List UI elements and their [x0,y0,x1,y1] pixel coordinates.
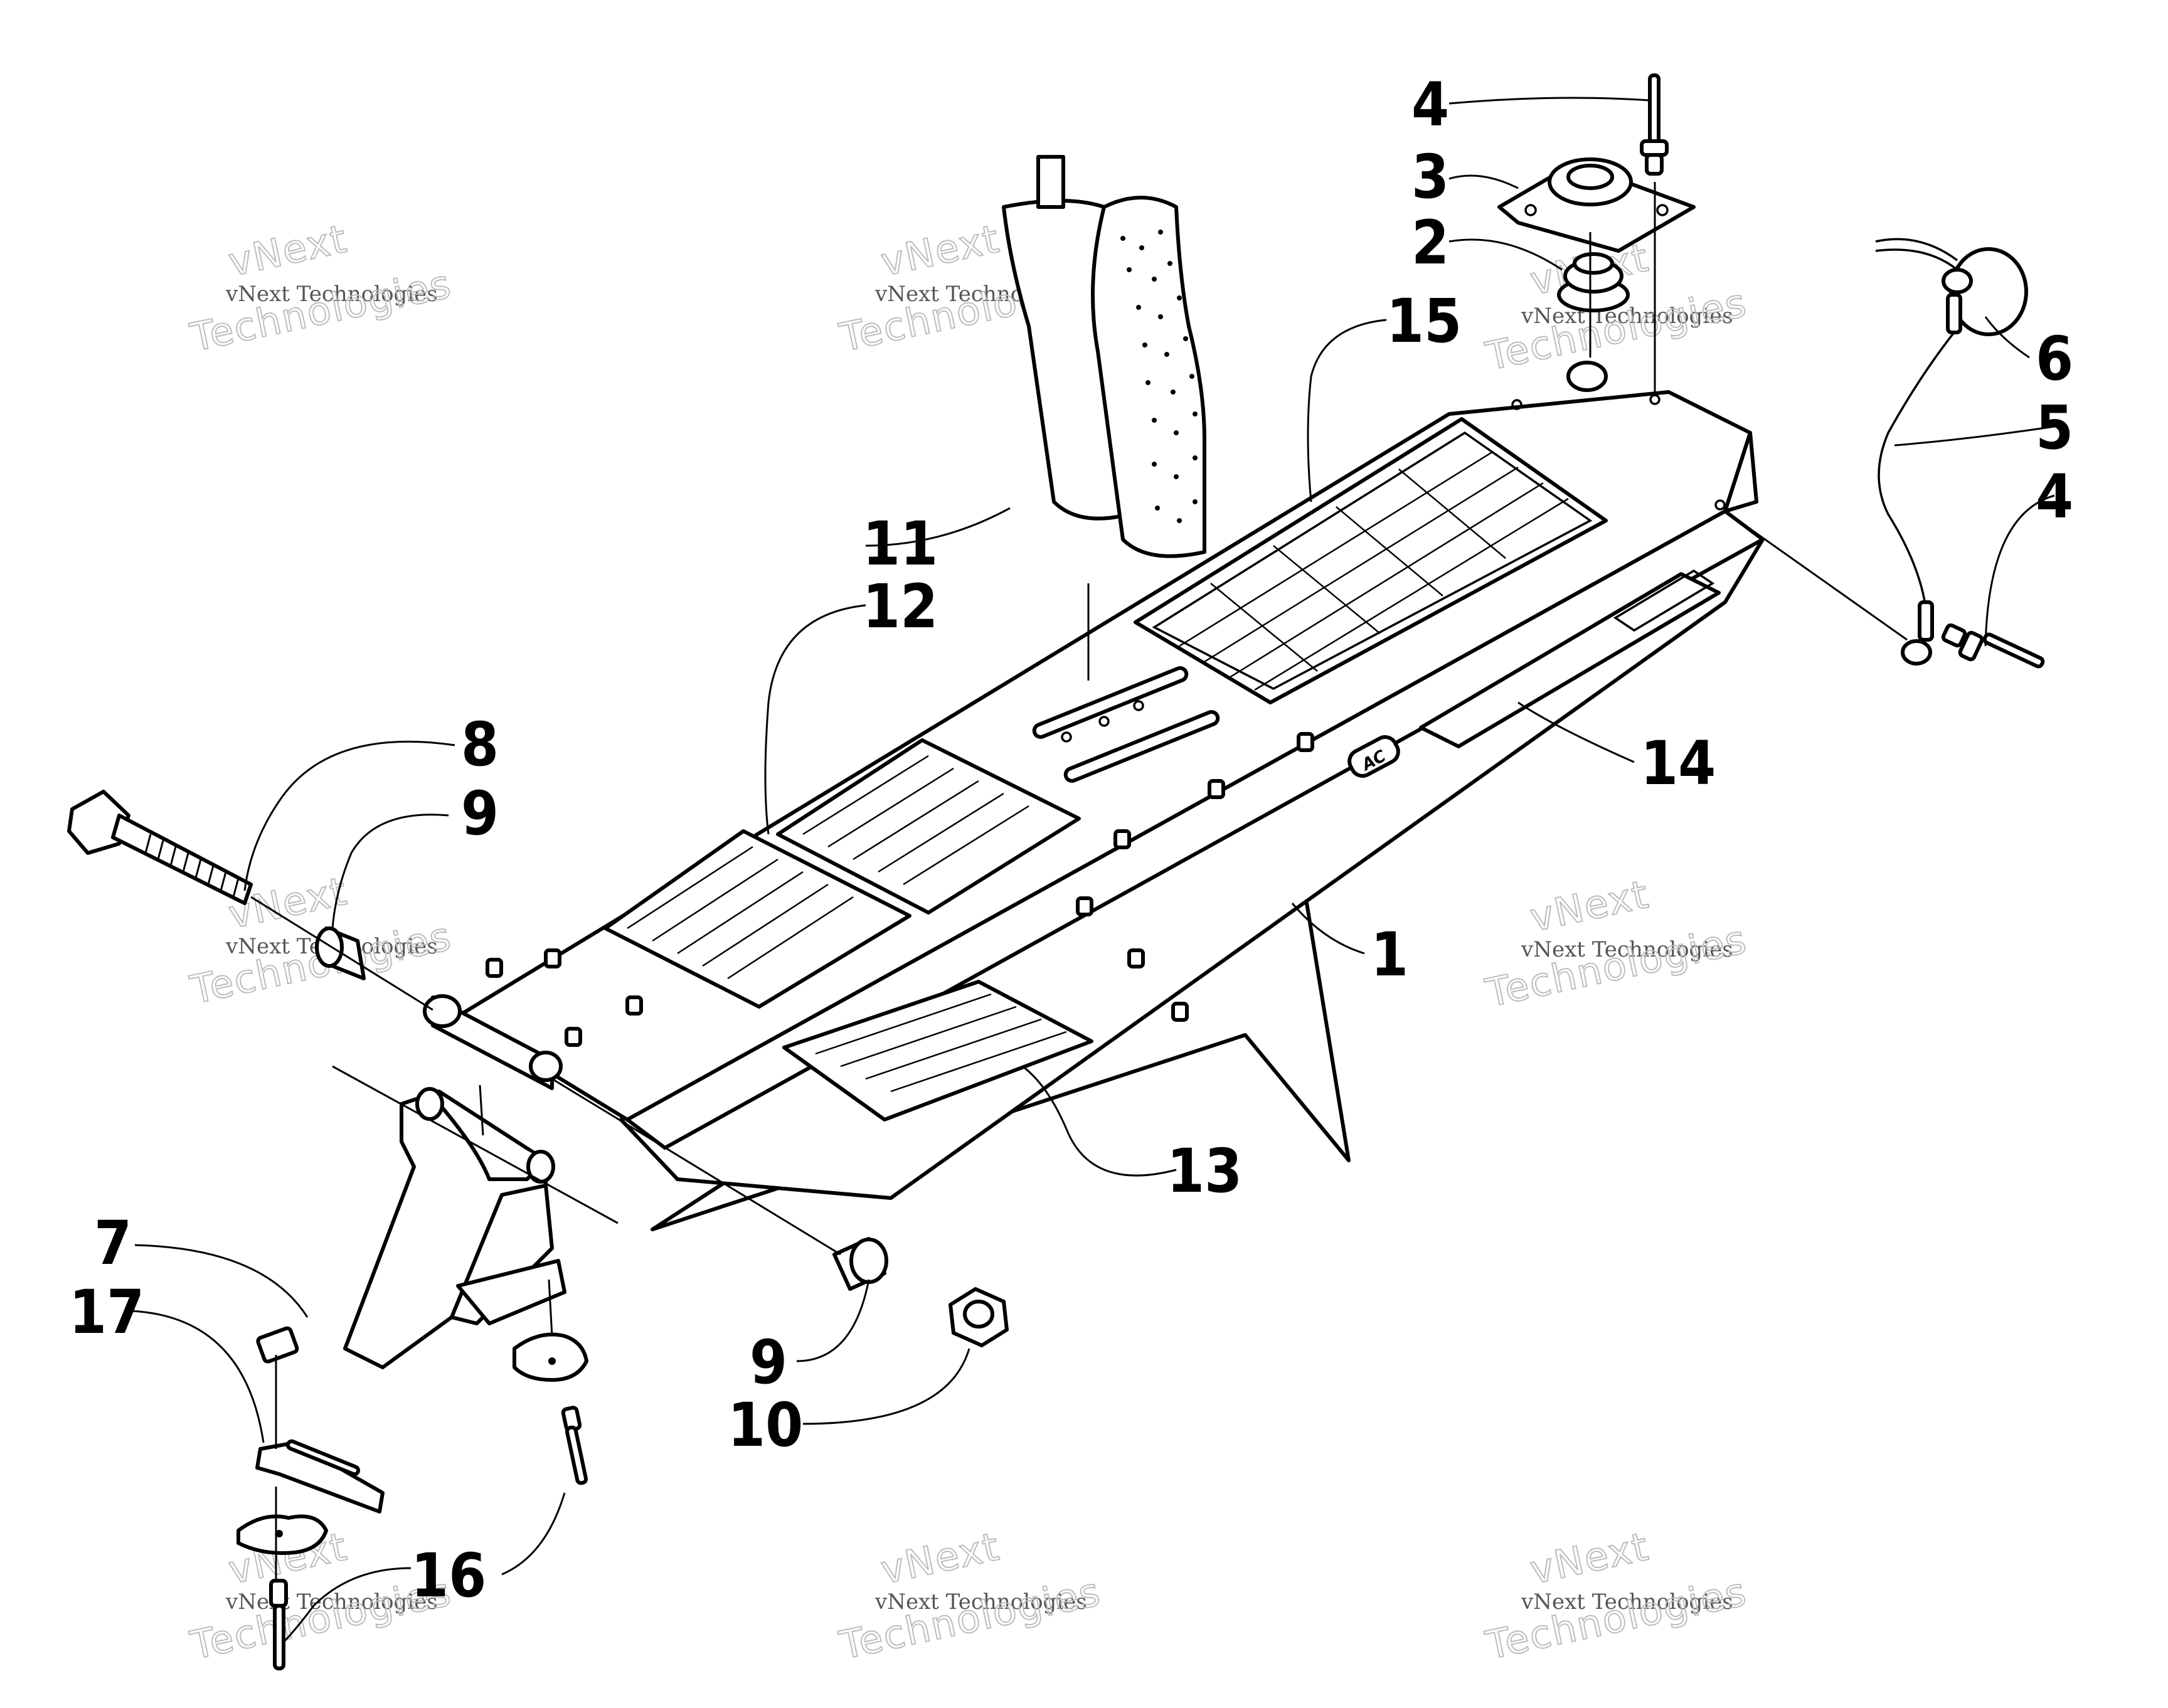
callout-leaders [131,97,2055,1645]
callout-7: 7 [94,1208,132,1278]
callout-2: 2 [1411,208,1449,278]
axis-line-washer-2 [548,1279,553,1337]
part-15-info-decal [1134,417,1608,704]
axis-line-side [1724,510,1908,641]
callout-10: 10 [728,1390,803,1460]
svg-text:vNext: vNext [877,216,1004,285]
svg-text:Technologies: Technologies [1482,1568,1751,1668]
svg-text:vNext: vNext [1526,1524,1653,1593]
svg-text:vNext Technologies: vNext Technologies [1521,937,1733,962]
part-3-bracket [1497,157,1696,253]
callout-15: 15 [1386,286,1462,356]
part-12-traction-decals [603,738,1081,1009]
svg-text:Technologies: Technologies [836,1568,1105,1668]
callout-4-top: 4 [1411,70,1449,140]
part-4-rivet-top [1640,73,1669,176]
fuel-filler-hole [1566,361,1608,392]
svg-text:vNext Technologies: vNext Technologies [225,282,438,307]
part-16-rivet-lower [269,1579,288,1670]
part-10-nut [948,1287,1009,1347]
part-16-rivet-upper [561,1406,588,1485]
part-9-bushing-left [315,926,366,980]
ac-logo-badge: AC [1347,735,1400,778]
part-6-hitch-pin [1875,238,2028,336]
callout-9-right: 9 [750,1327,787,1398]
part-2-grommet [1557,252,1630,312]
board-rear-corner [1723,431,1758,513]
watermark-1: vNext Technologies vNext Technologies [186,215,456,361]
callout-4-side: 4 [2036,462,2073,532]
callout-13: 13 [1167,1136,1242,1206]
svg-text:vNext Technologies: vNext Technologies [1521,1589,1733,1615]
svg-text:vNext: vNext [1526,871,1653,941]
axis-line-hinge [332,1065,619,1224]
svg-text:vNext: vNext [225,216,351,285]
part-4-rivet-side [1941,623,2045,669]
callout-14: 14 [1640,728,1716,798]
callout-9-left: 9 [461,778,499,849]
part-13-flange-decal [782,980,1093,1122]
callout-1: 1 [1371,920,1408,990]
part-11-heel-pad [1002,155,1206,681]
axis-line-bolt-2 [551,1078,841,1256]
callout-6: 6 [2036,324,2073,394]
svg-text:vNext: vNext [877,1524,1004,1593]
callout-8: 8 [461,709,499,780]
part-8-bolt [67,790,253,905]
svg-text:Technologies: Technologies [186,260,455,360]
part-17-strap [255,1439,385,1514]
svg-text:Technologies: Technologies [1482,916,1751,1016]
svg-text:vNext Technologies: vNext Technologies [874,1589,1087,1615]
washer-upper [513,1332,588,1382]
part-14-side-decal [1419,569,1721,748]
part-9-bushing-right [832,1237,888,1291]
callout-17: 17 [69,1277,144,1347]
svg-text:vNext Technologies: vNext Technologies [225,1589,438,1615]
callout-5: 5 [2036,393,2073,463]
rivet-studs [486,732,1314,1047]
watermark-8: vNext Technologies vNext Technologies [835,1523,1105,1669]
axis-line-bolt [250,896,433,1011]
callout-16: 16 [411,1541,486,1611]
svg-text:vNext Technologies: vNext Technologies [1521,304,1733,329]
callout-3: 3 [1411,142,1449,212]
board-front-edge [625,509,1765,1150]
watermark-9: vNext Technologies vNext Technologies [1481,1523,1751,1669]
callout-labels: 1 2 3 4 4 5 6 7 8 9 9 10 11 12 13 14 15 … [69,70,2073,1611]
heel-pad-dots [1120,230,1198,523]
part-5-tether-cord [1878,293,1962,666]
part-7-hinge-bracket [256,1085,566,1369]
watermark-6: vNext Technologies vNext Technologies [1481,871,1751,1017]
callout-12: 12 [863,571,938,642]
mount-slots [1032,666,1220,783]
hinge-tube [423,994,563,1090]
washer-lower [236,1514,328,1555]
callout-11: 11 [863,509,938,579]
